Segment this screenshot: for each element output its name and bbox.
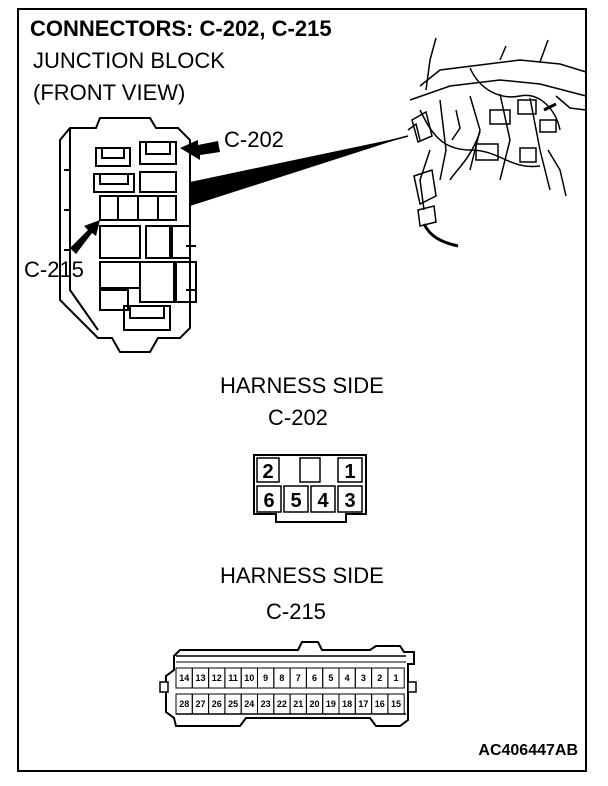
c202-connector-name: C-202 (268, 405, 328, 430)
c215-pin-label: 12 (212, 673, 222, 683)
c215-pin-label: 3 (361, 673, 366, 683)
c202-harness-side-label: HARNESS SIDE (220, 373, 384, 398)
c215-pin-label: 27 (195, 699, 205, 709)
junction-block-label: JUNCTION BLOCK (33, 48, 225, 73)
c202-pin-label: 6 (263, 490, 274, 512)
c215-harness-side-label: HARNESS SIDE (220, 563, 384, 588)
c215-pin-label: 25 (228, 699, 238, 709)
c215-pin-label: 5 (328, 673, 333, 683)
c215-pin-label: 15 (391, 699, 401, 709)
c202-pin-label: 4 (317, 490, 329, 512)
c215-pin-cell (387, 667, 405, 689)
c215-pin-label: 1 (393, 673, 398, 683)
c215-pin-label: 17 (358, 699, 368, 709)
c202-pin-2-cell (256, 457, 280, 483)
c215-pin-label: 13 (195, 673, 205, 683)
c215-pin-label: 20 (309, 699, 319, 709)
c215-pin-label: 4 (345, 673, 350, 683)
c215-pin-label: 14 (179, 673, 189, 683)
c202-pin-label: 5 (290, 490, 301, 512)
c215-pin-label: 11 (228, 673, 238, 683)
c215-pin-label: 26 (212, 699, 222, 709)
c215-pin-label: 23 (261, 699, 271, 709)
c202-pin-label: 1 (344, 461, 355, 483)
c202-callout-label: C-202 (224, 127, 284, 152)
diagram-title: CONNECTORS: C-202, C-215 (30, 16, 332, 41)
c215-pin-label: 21 (293, 699, 303, 709)
c202-pin-label: 2 (262, 461, 273, 483)
c215-pin-label: 16 (375, 699, 385, 709)
c215-callout-label: C-215 (24, 257, 84, 282)
c215-connector-name: C-215 (266, 599, 326, 624)
front-view-label: (FRONT VIEW) (33, 80, 186, 105)
c215-pin-label: 6 (312, 673, 317, 683)
c215-pin-label: 7 (296, 673, 301, 683)
c202-keyway-cell (299, 457, 321, 483)
c215-pin-label: 8 (279, 673, 284, 683)
figure-frame (17, 8, 587, 772)
c202-pin-1-cell (337, 457, 363, 483)
figure-code: AC406447AB (478, 742, 578, 759)
c215-pin-cell (387, 693, 405, 715)
c215-pin-label: 10 (244, 673, 254, 683)
c215-pin-label: 2 (377, 673, 382, 683)
c215-pin-label: 24 (244, 699, 254, 709)
c202-pin-label: 3 (344, 490, 355, 512)
c215-pin-label: 18 (342, 699, 352, 709)
c215-pin-label: 22 (277, 699, 287, 709)
c215-pin-label: 28 (179, 699, 189, 709)
c215-pin-label: 9 (263, 673, 268, 683)
c215-pin-label: 19 (326, 699, 336, 709)
